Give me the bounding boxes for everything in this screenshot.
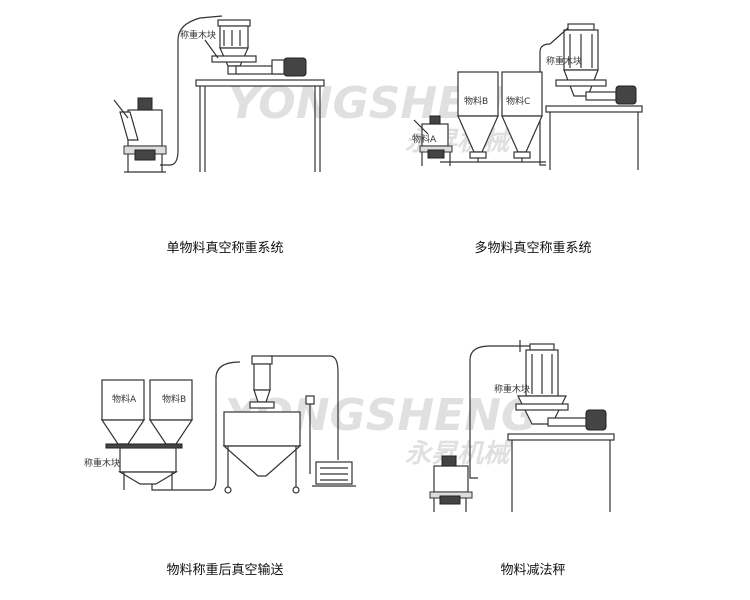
platform	[195, 79, 325, 87]
diagram-single-material: 称重木块	[113, 15, 325, 173]
platform-2	[545, 105, 643, 113]
filter-head	[217, 19, 251, 27]
label-weighing-block-4: 称重木块	[494, 383, 530, 395]
conveying-pipe-2	[539, 27, 569, 166]
watermark-cn-2: 永昇机械	[405, 439, 513, 469]
screw-conveyor-4	[547, 417, 587, 427]
label-weighing-block: 称重木块	[180, 29, 216, 41]
receiving-vessel	[223, 411, 301, 447]
silo-c	[501, 71, 543, 117]
diagram-loss-in-weight: 称重木块	[429, 340, 615, 512]
motor-2	[615, 85, 637, 105]
silo-b-3	[149, 379, 193, 421]
conveying-pipe-3	[151, 361, 241, 491]
weigh-hopper	[119, 447, 177, 473]
label-silo-c: 物料C	[506, 95, 530, 107]
feed-station-4	[433, 465, 469, 493]
conveying-pipe-4	[469, 345, 530, 479]
label-silo-b: 物料B	[464, 95, 488, 107]
caption-1: 单物料真空称重系统	[166, 240, 283, 256]
label-weighing-block-2: 称重木块	[546, 55, 582, 67]
diagram-weigh-then-convey: 物料A 物料B 称重木块	[84, 355, 356, 494]
motor-4	[585, 409, 607, 431]
conveying-pipe	[160, 15, 223, 166]
motor	[283, 57, 307, 77]
caption-2: 多物料真空称重系统	[474, 240, 591, 256]
vacuum-pump	[315, 461, 353, 485]
platform-4	[507, 433, 615, 441]
silo-b	[457, 71, 499, 117]
silo-a	[101, 379, 145, 421]
diagram-multi-material: 称重木块 物料B 物料C 物料A	[412, 23, 643, 170]
caption-4: 物料减法秤	[500, 563, 565, 578]
vacuum-receiver	[251, 355, 273, 365]
caption-3: 物料称重后真空输送	[166, 562, 283, 578]
label-material-a: 物料A	[412, 133, 437, 145]
label-silo-a-3: 物料A	[112, 393, 137, 405]
label-weighing-block-3: 称重木块	[84, 457, 120, 469]
label-silo-b-3: 物料B	[162, 393, 186, 405]
